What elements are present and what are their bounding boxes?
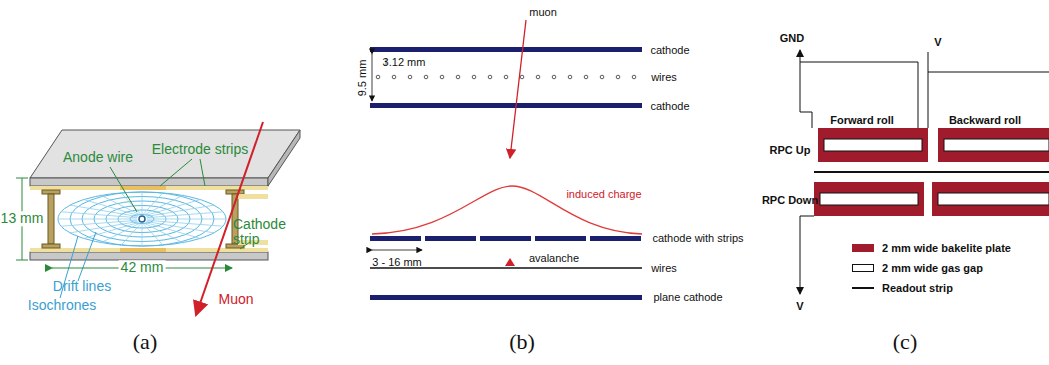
csc-sketch <box>370 20 642 300</box>
legend-text: Readout strip <box>882 282 953 294</box>
part-label: 3 - 16 mm <box>372 256 422 268</box>
part-label: GND <box>780 32 804 44</box>
part-label: Backward roll <box>949 114 1021 126</box>
part-label: muon <box>529 6 557 18</box>
part-label: Drift lines <box>53 279 111 294</box>
part-label: cathode <box>650 100 689 112</box>
part-label: Forward roll <box>830 114 894 126</box>
part-label: 3.12 mm <box>383 56 426 68</box>
part-label: wires <box>651 262 677 274</box>
part-label: 42 mm <box>119 260 166 275</box>
panel-caption: (c) <box>893 330 917 354</box>
part-label: wires <box>651 71 677 83</box>
part-label: Electrode strips <box>152 142 248 157</box>
part-label: V <box>796 300 803 312</box>
legend-text: 2 mm wide gas gap <box>882 262 983 274</box>
part-label: RPC Up <box>770 144 811 156</box>
legend-swatch <box>852 244 874 252</box>
legend-text: 2 mm wide bakelite plate <box>882 242 1011 254</box>
legend-row: Readout strip <box>852 282 953 294</box>
part-label: 9.5 mm <box>356 60 368 97</box>
part-label: cathode <box>650 44 689 56</box>
part-label: Anode wire <box>63 150 133 165</box>
part-label: Isochrones <box>28 298 96 313</box>
part-label: Cathode strip <box>233 217 293 248</box>
panel-caption: (a) <box>133 330 157 354</box>
drift-tube <box>16 122 300 315</box>
panel-caption: (b) <box>509 330 535 354</box>
part-label: V <box>934 36 941 48</box>
part-label: induced charge <box>566 188 641 200</box>
part-label: RPC Down <box>762 194 818 206</box>
part-label: avalanche <box>529 252 579 264</box>
legend-swatch <box>852 264 874 272</box>
part-label: plane cathode <box>653 291 722 303</box>
legend-row: 2 mm wide bakelite plate <box>852 242 1011 254</box>
part-label: 13 mm <box>0 211 45 226</box>
legend-line <box>852 287 874 289</box>
part-label: Muon <box>218 292 253 307</box>
part-label: cathode with strips <box>652 232 743 244</box>
legend-row: 2 mm wide gas gap <box>852 262 983 274</box>
rpc-sketch <box>800 50 1049 294</box>
